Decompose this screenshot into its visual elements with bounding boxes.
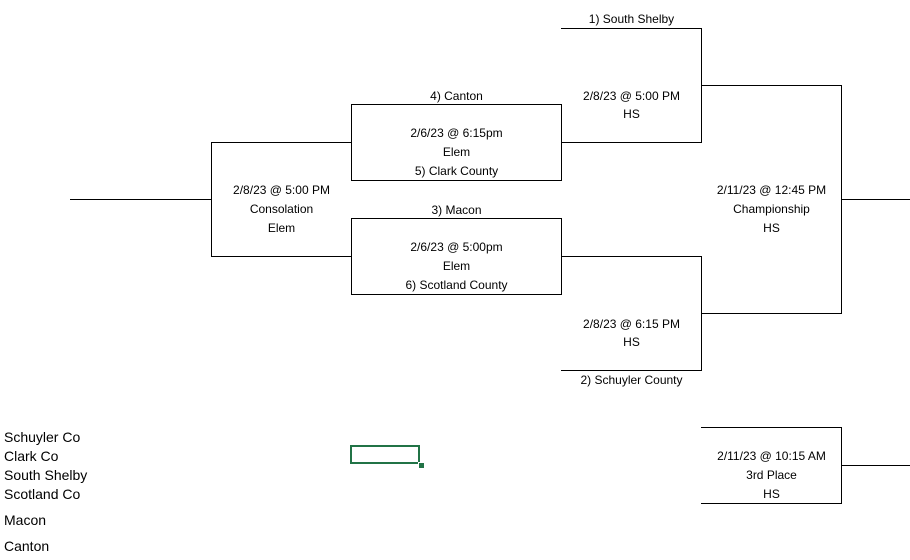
third-out-line — [841, 465, 910, 466]
g3-site: HS — [623, 107, 640, 121]
champ-bottom-line — [701, 313, 842, 314]
team-list-item: Macon — [4, 512, 47, 528]
seed-3-label: 3) Macon — [431, 203, 482, 217]
g4-bottom-line — [561, 370, 702, 371]
seed-1-label: 1) South Shelby — [588, 12, 675, 26]
champ-top-line — [701, 85, 842, 86]
third-site: HS — [763, 487, 780, 501]
consolation-site: Elem — [267, 221, 296, 235]
team-list-item: Canton — [4, 538, 50, 554]
g1-bottom-line — [351, 180, 562, 181]
seed-5-label: 5) Clark County — [414, 164, 499, 178]
g3-top-line — [561, 28, 702, 29]
championship-site: HS — [763, 221, 780, 235]
championship-date: 2/11/23 @ 12:45 PM — [716, 183, 827, 197]
g4-top-line — [561, 256, 702, 257]
g2-top-line — [351, 218, 562, 219]
g4-site: HS — [623, 335, 640, 349]
team-list-item: South Shelby — [4, 467, 88, 483]
champ-out-line — [841, 199, 910, 200]
g2-left-line — [351, 218, 352, 295]
seed-2-label: 2) Schuyler County — [580, 373, 683, 387]
seed-6-label: 6) Scotland County — [405, 278, 508, 292]
consolation-out-line — [70, 199, 211, 200]
consolation-top-line — [211, 142, 351, 143]
championship-name: Championship — [733, 202, 810, 216]
team-list-item: Clark Co — [4, 448, 59, 464]
g4-date: 2/8/23 @ 6:15 PM — [583, 317, 680, 331]
g2-date: 2/6/23 @ 5:00pm — [410, 240, 503, 254]
g3-date: 2/8/23 @ 5:00 PM — [583, 89, 680, 103]
g1-date: 2/6/23 @ 6:15pm — [410, 126, 503, 140]
third-bottom-line — [701, 503, 842, 504]
fill-handle[interactable] — [418, 462, 425, 469]
consolation-left-line — [211, 142, 212, 257]
team-list-item: Schuyler Co — [4, 429, 81, 445]
consolation-name: Consolation — [249, 202, 314, 216]
g1-top-line — [351, 104, 562, 105]
third-name: 3rd Place — [746, 468, 797, 482]
selected-cell[interactable] — [350, 445, 420, 464]
team-list-item: Scotland Co — [4, 486, 81, 502]
third-top-line — [701, 427, 842, 428]
third-date: 2/11/23 @ 10:15 AM — [717, 449, 826, 463]
g3-bottom-line — [561, 142, 702, 143]
g1-site: Elem — [442, 145, 471, 159]
consolation-bottom-line — [211, 256, 351, 257]
g2-bottom-line — [351, 294, 562, 295]
g1-left-line — [351, 104, 352, 181]
consolation-date: 2/8/23 @ 5:00 PM — [233, 183, 330, 197]
g2-site: Elem — [442, 259, 471, 273]
seed-4-label: 4) Canton — [430, 89, 483, 103]
